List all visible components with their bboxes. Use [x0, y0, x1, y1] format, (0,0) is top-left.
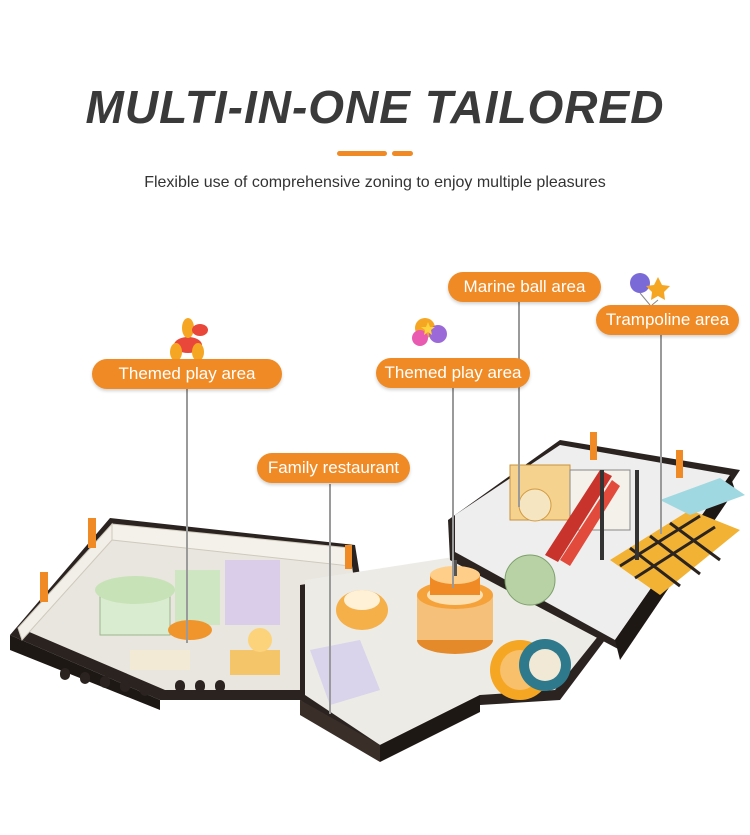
label-themed-play-area-center: Themed play area — [376, 358, 530, 388]
leader-line-trampoline — [660, 334, 662, 534]
restaurant-dome — [310, 590, 388, 705]
label-family-restaurant: Family restaurant — [257, 453, 410, 483]
accent-divider-right — [392, 151, 413, 156]
leader-line-themed-center — [452, 388, 454, 588]
balloons-right-icon — [630, 273, 670, 306]
corner-pillars — [40, 432, 683, 602]
left-themed-play-cluster — [95, 560, 280, 675]
marine-ball-structure — [504, 464, 639, 606]
trampoline-grid — [610, 478, 745, 595]
label-trampoline-area: Trampoline area — [596, 305, 739, 335]
central-tower — [417, 560, 493, 654]
balloon-dog-icon — [170, 318, 208, 361]
sunburst-decoration — [490, 639, 571, 700]
label-themed-play-area-left: Themed play area — [92, 359, 282, 389]
leader-line-themed-left — [186, 388, 188, 643]
balloons-center-icon — [412, 318, 447, 346]
playground-illustration — [10, 273, 745, 762]
page-subtitle: Flexible use of comprehensive zoning to … — [144, 174, 606, 191]
page-title: MULTI-IN-ONE TAILORED — [85, 81, 665, 133]
leader-line-marine-ball — [518, 302, 520, 507]
accent-divider-left — [337, 151, 387, 156]
leader-line-family-restaurant — [329, 484, 331, 714]
label-marine-ball-area: Marine ball area — [448, 272, 601, 302]
